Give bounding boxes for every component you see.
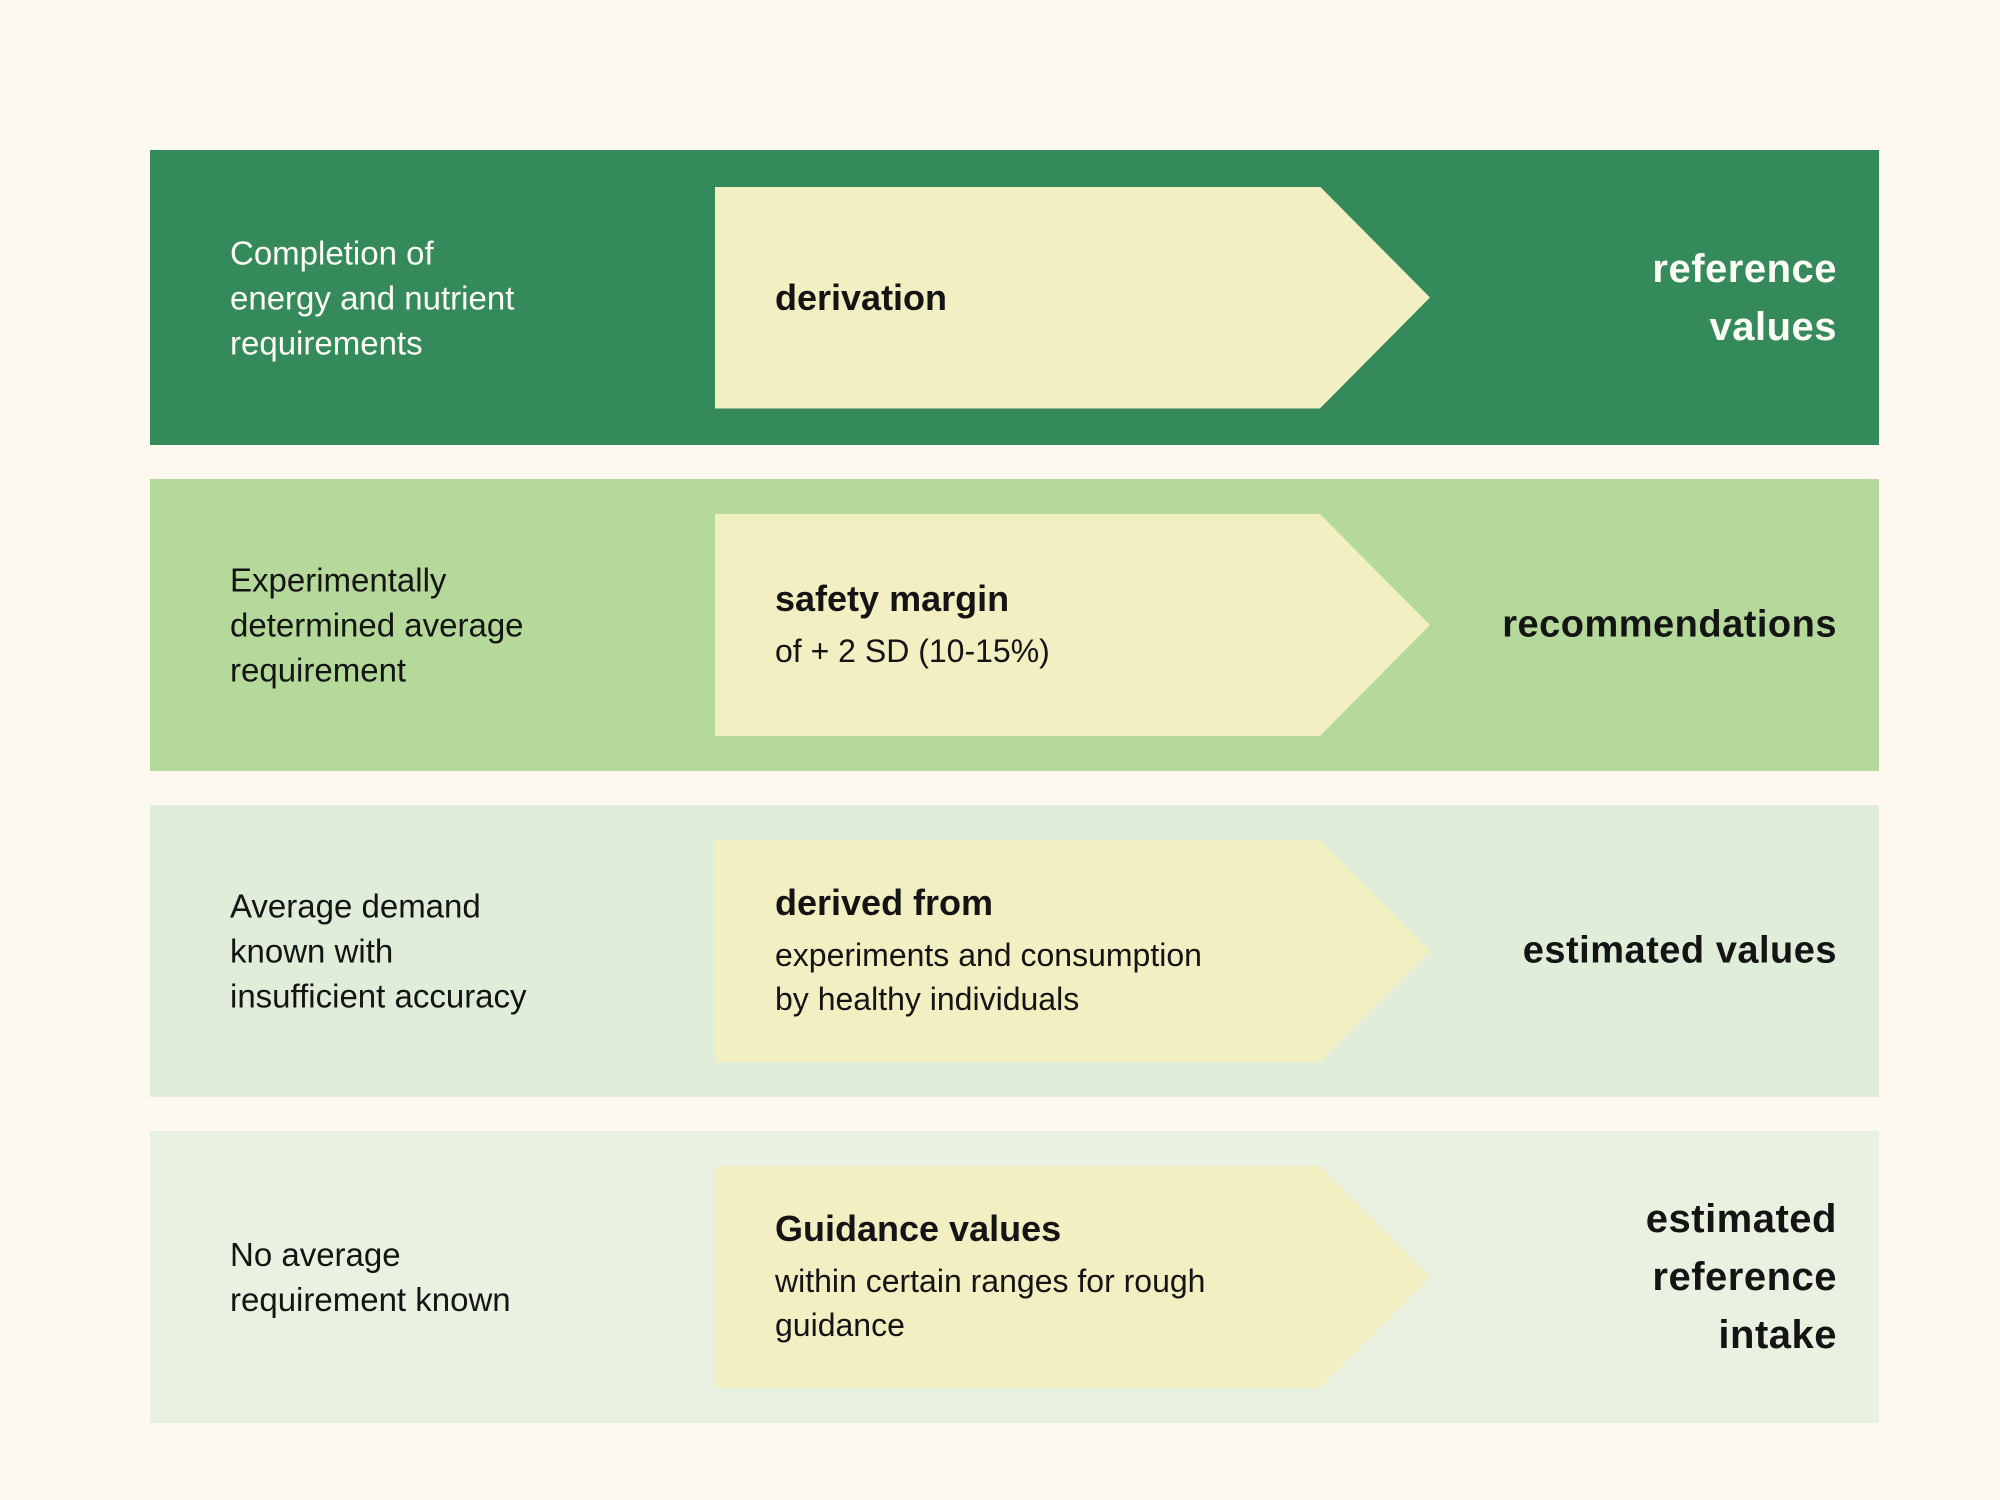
row-1-arrow-shape: derivation [715, 186, 1430, 409]
row-1-result-text: reference values [1652, 246, 1837, 349]
row-2-arrow-heading: safety margin [775, 578, 1010, 619]
row-estimated-reference-intake: No average requirement known Guidance va… [150, 1131, 1879, 1423]
row-1-condition-text: Completion of energy and nutrient requir… [230, 234, 515, 361]
row-estimated-values: Average demand known with insufficient a… [150, 805, 1879, 1097]
row-4-arrow-shape: Guidance values within certain ranges fo… [715, 1166, 1430, 1388]
row-2-arrow-shape: safety margin of + 2 SD (10-15%) [715, 514, 1430, 736]
row-4-arrow-heading: Guidance values [775, 1208, 1062, 1249]
row-3-arrow-detail: experiments and consumption by healthy i… [775, 937, 1202, 1017]
row-2-condition-text: Experimentally determined average requir… [230, 561, 524, 689]
row-reference-values: Completion of energy and nutrient requir… [150, 150, 1879, 445]
row-3-arrow-heading: derived from [775, 882, 994, 923]
row-1-arrow-heading: derivation [775, 276, 948, 318]
row-3-result-text: estimated values [1522, 929, 1837, 972]
row-4-arrow-detail: within certain ranges for rough guidance [775, 1263, 1206, 1343]
row-3-arrow-shape: derived from experiments and consumption… [715, 840, 1430, 1062]
row-2-result-text: recommendations [1502, 603, 1837, 646]
row-recommendations: Experimentally determined average requir… [150, 479, 1879, 771]
bands-container: Completion of energy and nutrient requir… [150, 150, 1879, 1457]
row-3-condition-text: Average demand known with insufficient a… [230, 887, 527, 1015]
row-4-result-text: estimated reference intake [1645, 1197, 1837, 1357]
row-2-arrow-detail: of + 2 SD (10-15%) [775, 633, 1050, 669]
row-4-condition-text: No average requirement known [230, 1236, 511, 1318]
